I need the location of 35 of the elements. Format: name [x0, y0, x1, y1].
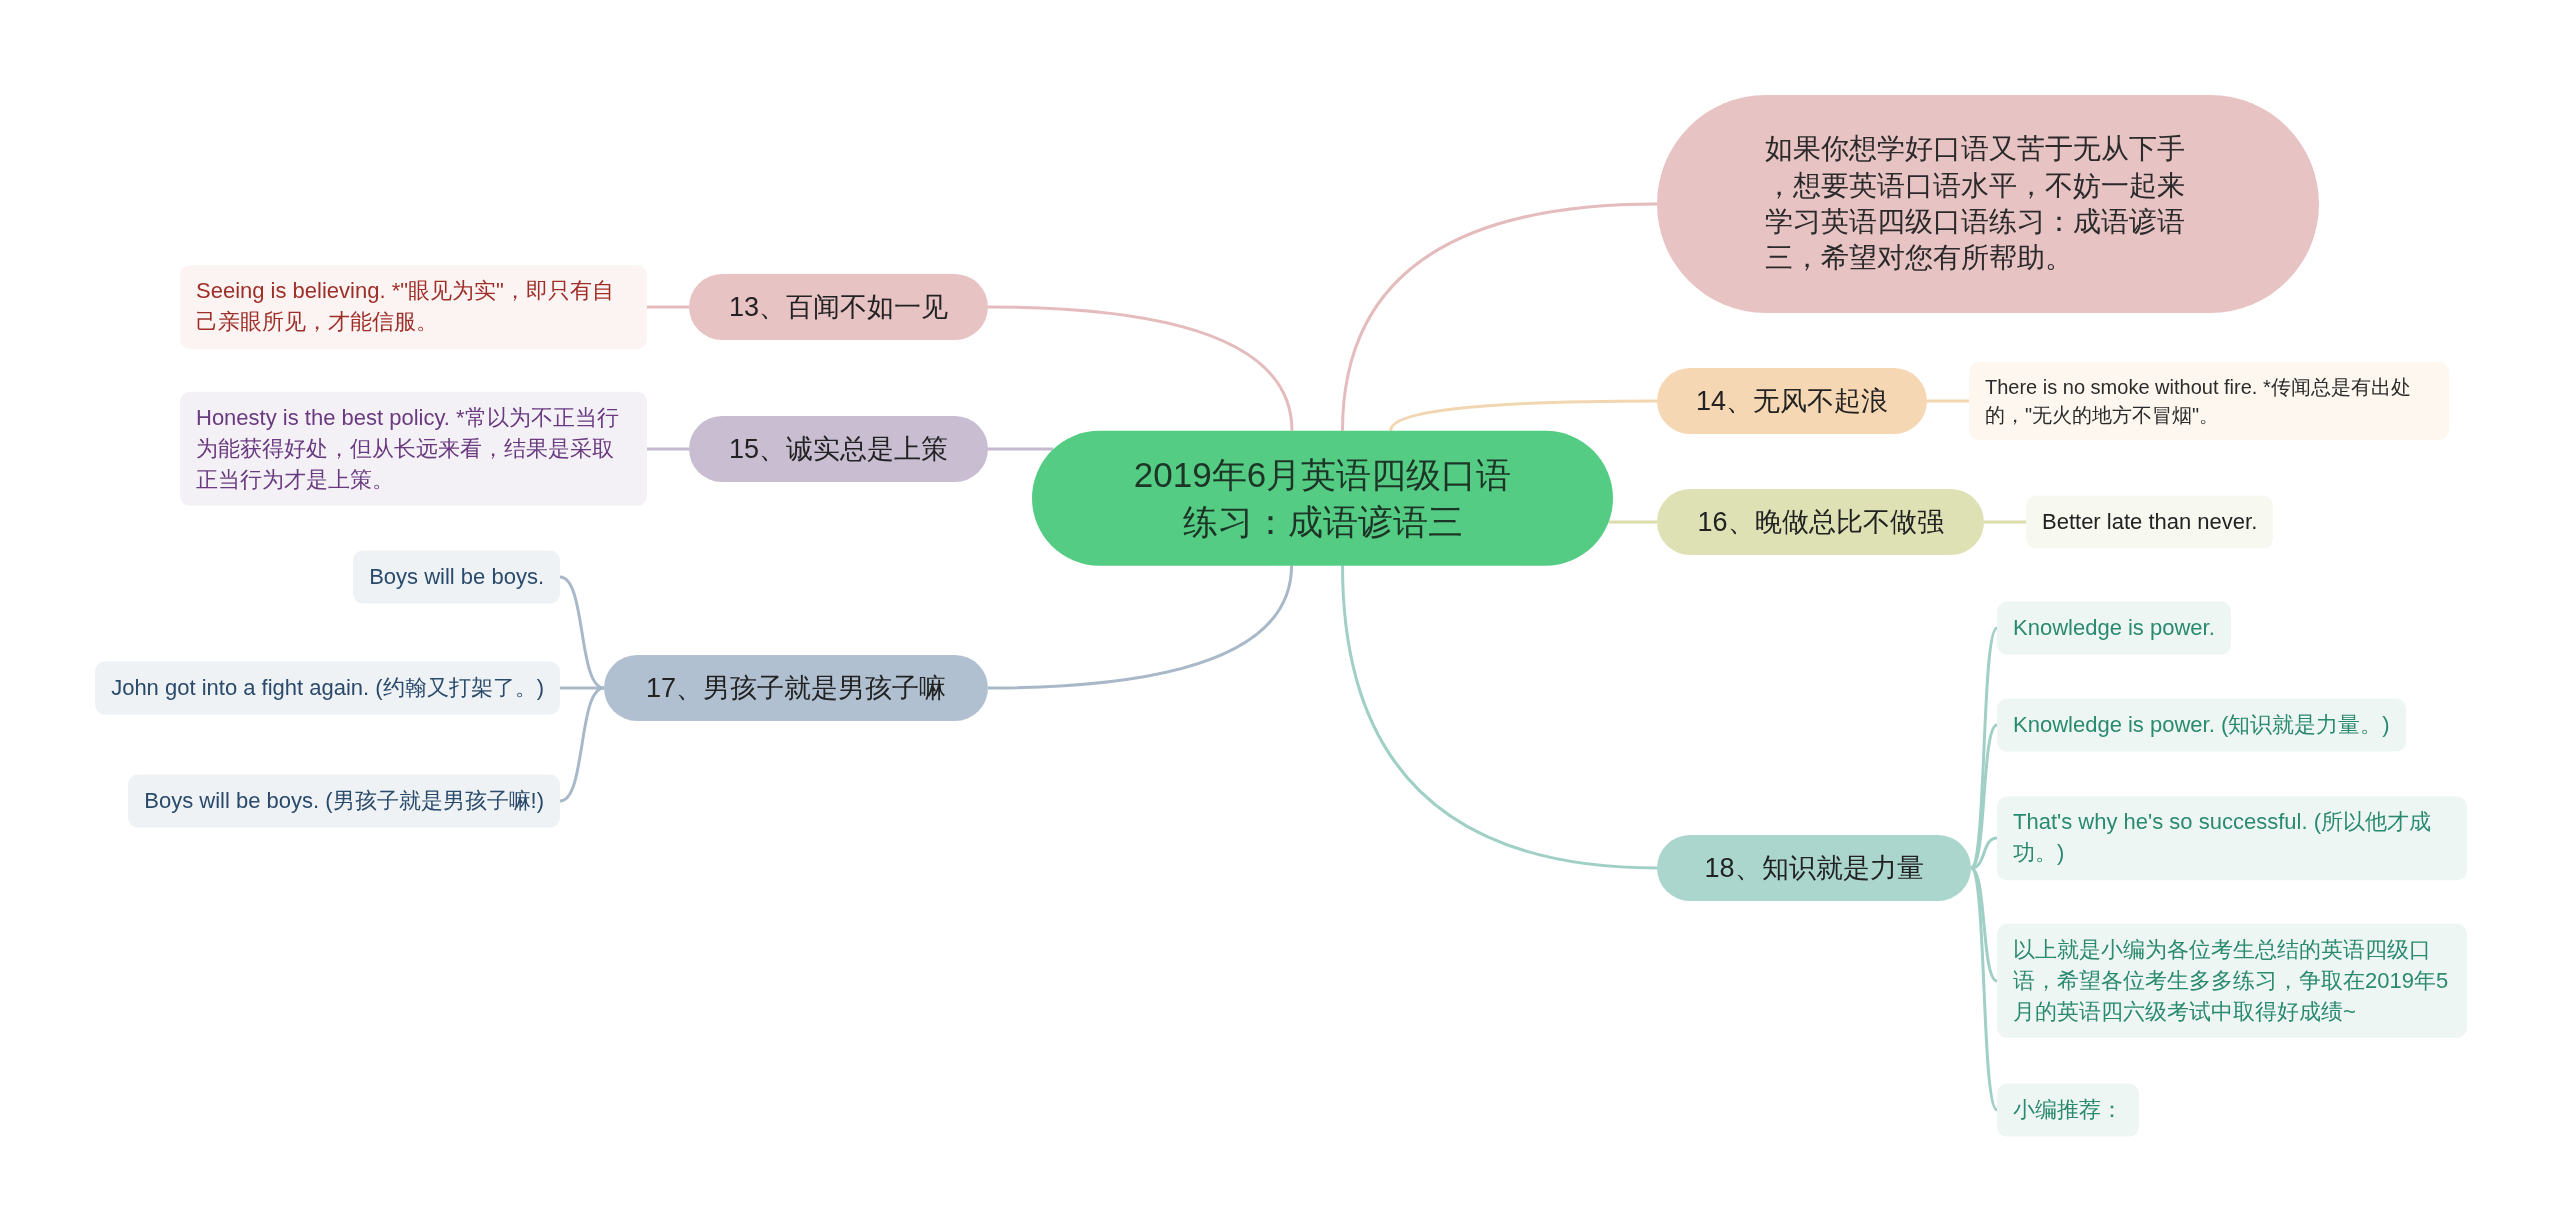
- connector-line: [1341, 202, 1658, 431]
- connector-line: [987, 565, 1294, 690]
- connector-line: [1969, 867, 1999, 1111]
- connector-line: [987, 305, 1294, 431]
- topic-pill: 16、晚做总比不做强: [1657, 489, 1984, 555]
- note-card: Honesty is the best policy. *常以为不正当行为能获得好处，但从长远来看，结果是采取正当行为才是上策。: [180, 391, 647, 507]
- note-card: John got into a fight again. (约翰又打架了。): [95, 661, 560, 715]
- note-card: Boys will be boys. (男孩子就是男孩子嘛!): [128, 774, 560, 828]
- topic-pill: 15、诚实总是上策: [689, 416, 988, 482]
- connector-line: [1608, 520, 1657, 524]
- note-card: Knowledge is power.: [1997, 601, 2231, 655]
- note-card: Knowledge is power. (知识就是力量。): [1997, 698, 2406, 752]
- intro-bubble: 如果你想学好口语又苦于无从下手，想要英语口语水平，不妨一起来学习英语四级口语练习：成语谚语三，希望对您有所帮助。: [1657, 95, 2319, 313]
- topic-pill: 13、百闻不如一见: [689, 274, 988, 340]
- connector-line: [1927, 399, 1969, 403]
- note-card: 以上就是小编为各位考生总结的英语四级口语，希望各位考生多多练习，争取在2019年5月的英语四六级考试中取得好成绩~: [1997, 923, 2467, 1039]
- connector-line: [559, 575, 605, 690]
- connector-line: [1389, 399, 1657, 432]
- connector-line: [1984, 520, 2026, 524]
- connector-line: [1969, 627, 1999, 869]
- note-card: There is no smoke without fire. *传闻总是有出处的，"无火的地方不冒烟"。: [1969, 362, 2449, 440]
- topic-pill: 14、无风不起浪: [1657, 368, 1927, 434]
- connector-line: [1341, 565, 1658, 870]
- note-card: Better late than never.: [2026, 495, 2274, 549]
- connector-line: [559, 686, 605, 803]
- note-card: Seeing is believing. *"眼见为实"，即只有自己亲眼所见，才能信服。: [180, 265, 647, 349]
- note-card: Boys will be boys.: [353, 550, 560, 604]
- note-card: 小编推荐：: [1997, 1083, 2139, 1137]
- connector-line: [988, 447, 1054, 451]
- connector-line: [647, 305, 689, 309]
- note-card: That's why he's so successful. (所以他才成功。): [1997, 796, 2467, 880]
- topic-pill: 17、男孩子就是男孩子嘛: [604, 655, 988, 721]
- connector-line: [647, 447, 689, 451]
- central-topic-pill: 2019年6月英语四级口语练习：成语谚语三: [1032, 430, 1613, 566]
- topic-pill: 18、知识就是力量: [1657, 835, 1971, 901]
